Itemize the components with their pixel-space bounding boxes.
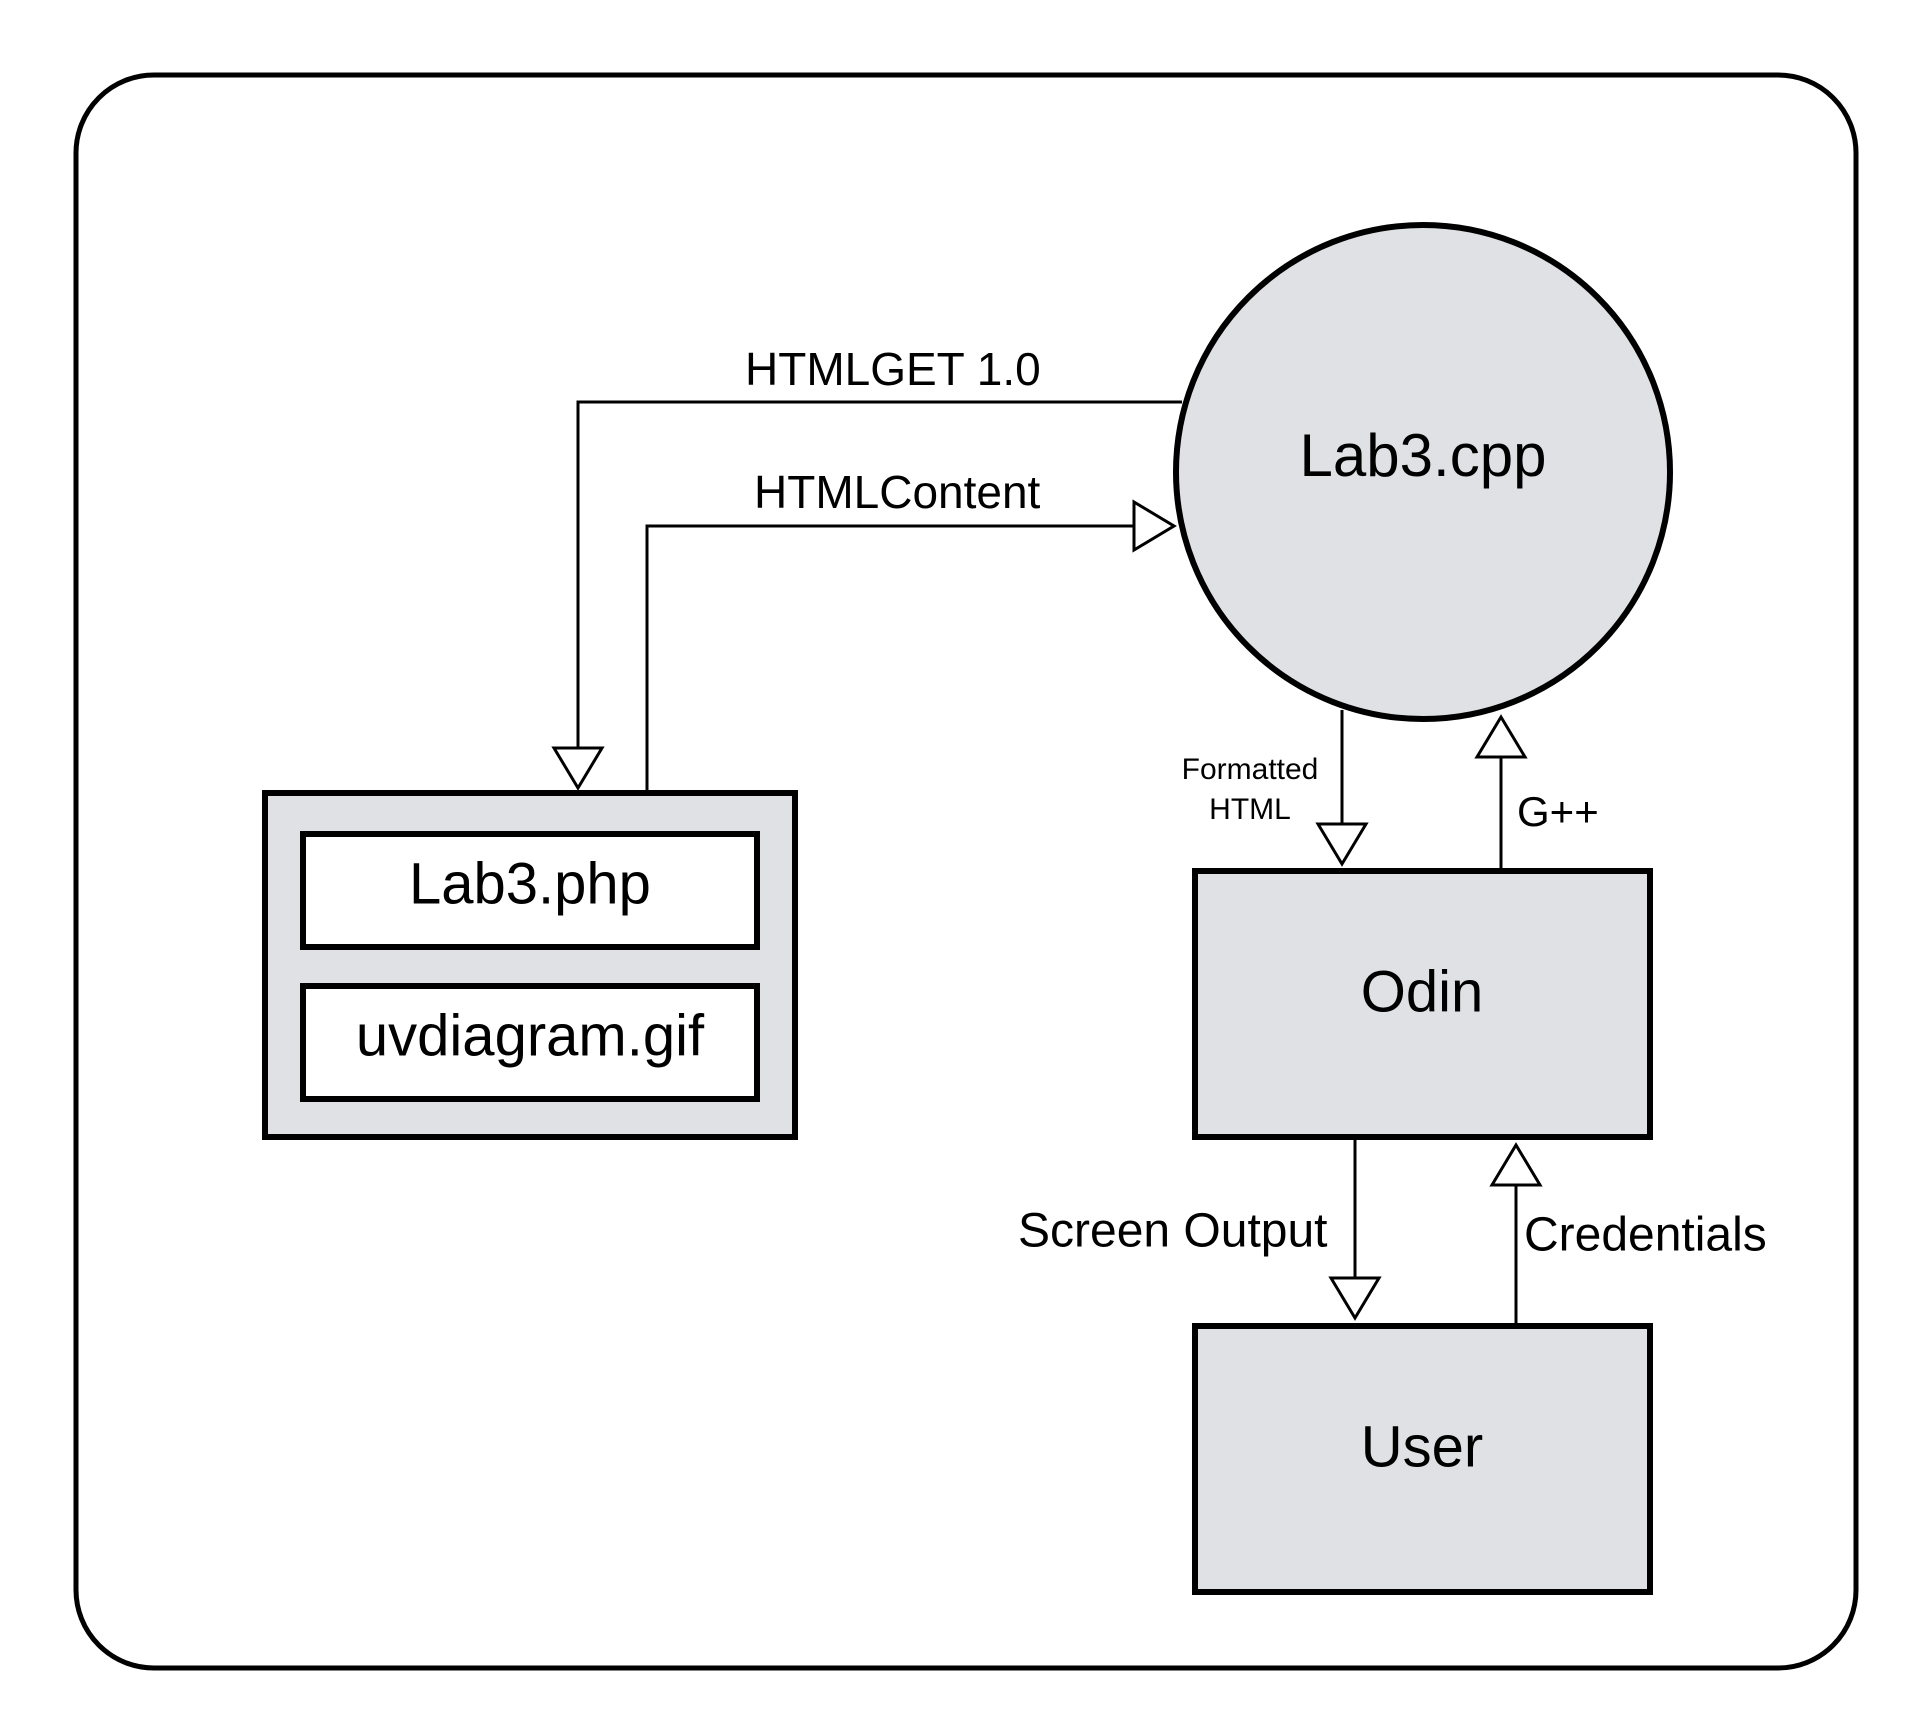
- formatted-html-arrowhead: [1315, 822, 1369, 867]
- gpp-label: G++: [1517, 788, 1599, 835]
- lab3-php-label: Lab3.php: [409, 851, 651, 916]
- odin-box: [1192, 868, 1653, 1140]
- html-get-edge: HTMLGET 1.0: [551, 343, 1182, 791]
- user-node: User: [1192, 1323, 1653, 1595]
- uvdiagram-gif-box: [300, 983, 760, 1102]
- gpp-arrowhead: [1474, 714, 1528, 759]
- lab3-php-box: [300, 831, 760, 950]
- user-box: [1192, 1323, 1653, 1595]
- credentials-edge: Credentials: [1489, 1142, 1767, 1324]
- lab3-cpp-label: Lab3.cpp: [1300, 422, 1547, 489]
- credentials-label: Credentials: [1524, 1209, 1767, 1262]
- html-get-arrowhead: [551, 746, 605, 791]
- lab3-cpp-circle: [1173, 222, 1673, 722]
- credentials-arrowhead: [1489, 1142, 1543, 1187]
- screen-output-label: Screen Output: [1018, 1205, 1328, 1258]
- gpp-edge: G++: [1474, 714, 1599, 869]
- html-content-edge: HTMLContent: [645, 466, 1177, 791]
- html-get-line: [576, 400, 1182, 748]
- html-get-label: HTMLGET 1.0: [745, 343, 1041, 395]
- odin-label: Odin: [1361, 959, 1484, 1024]
- html-content-line: [645, 524, 1134, 791]
- file-container-node: Lab3.php uvdiagram.gif: [262, 790, 798, 1140]
- user-label: User: [1361, 1414, 1483, 1479]
- formatted-html-label-line2: HTML: [1209, 793, 1291, 826]
- html-content-label: HTMLContent: [754, 466, 1041, 518]
- html-content-arrowhead: [1132, 499, 1177, 553]
- odin-node: Odin: [1192, 868, 1653, 1140]
- formatted-html-label-line1: Formatted: [1182, 753, 1319, 786]
- screen-output-edge: Screen Output: [1018, 1139, 1382, 1321]
- lab3-cpp-node: Lab3.cpp: [1173, 222, 1673, 722]
- uvdiagram-gif-label: uvdiagram.gif: [356, 1003, 705, 1068]
- formatted-html-edge: Formatted HTML: [1182, 710, 1369, 867]
- screen-output-arrowhead: [1328, 1276, 1382, 1321]
